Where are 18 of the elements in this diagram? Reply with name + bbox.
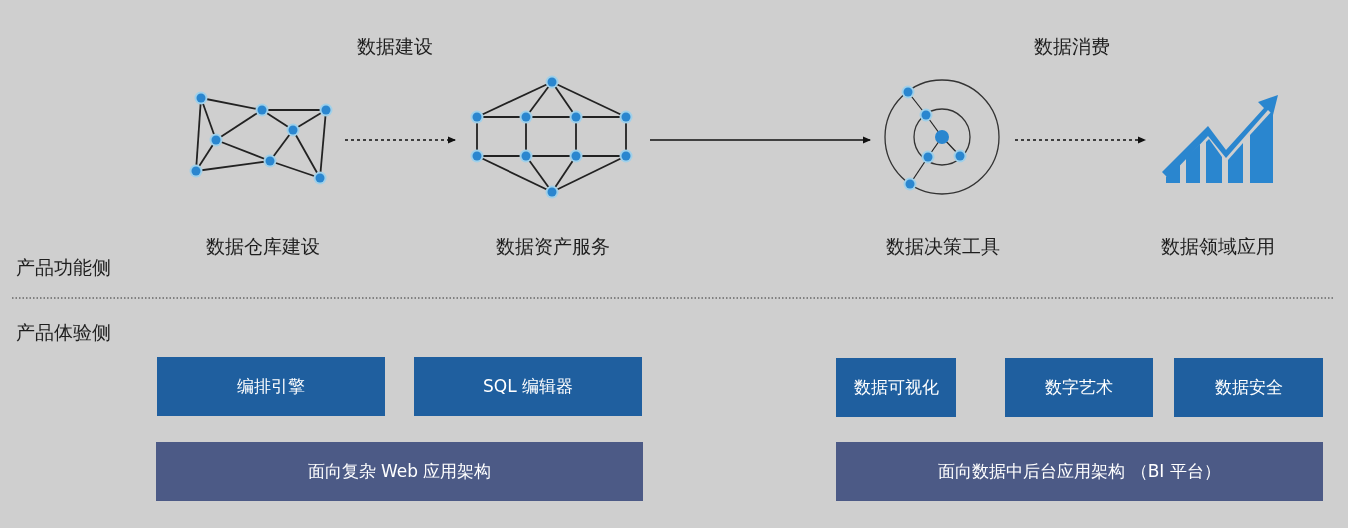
feature-box: SQL 编辑器 [414,357,642,416]
feature-box: 数字艺术 [1005,358,1153,417]
architecture-bar: 面向数据中后台应用架构 （BI 平台） [836,442,1323,501]
node-label: 数据领域应用 [1159,234,1276,259]
feature-box: 数据可视化 [836,358,956,417]
row-label: 产品体验侧 [16,320,111,345]
architecture-bar: 面向复杂 Web 应用架构 [156,442,643,501]
arrow [344,136,456,144]
node-label: 数据决策工具 [884,234,1001,259]
row-label: 产品功能侧 [16,255,111,280]
section-heading: 数据消费 [1034,34,1110,59]
section-heading: 数据建设 [357,34,433,59]
node-label: 数据仓库建设 [204,234,321,259]
feature-box: 数据安全 [1174,358,1323,417]
node-label: 数据资产服务 [494,234,611,259]
arrow [1014,136,1146,144]
feature-box: 编排引擎 [157,357,385,416]
arrow [649,136,871,144]
